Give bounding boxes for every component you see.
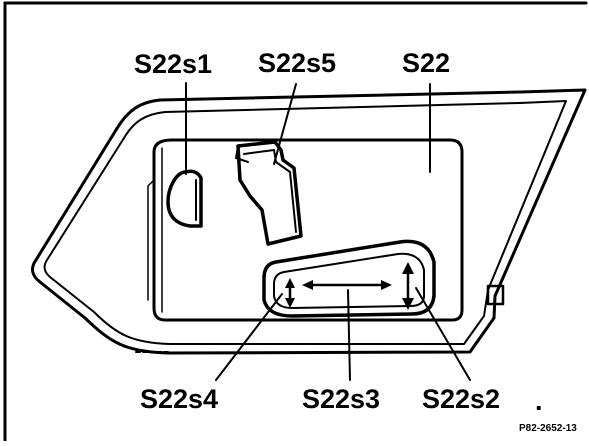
label-s22s2-period: . xyxy=(535,386,543,416)
inner-switch-panel xyxy=(147,138,464,322)
s22s5-backrest-switch xyxy=(235,140,303,246)
label-s22s4: S22s4 xyxy=(140,384,218,414)
figure-reference-code: P82-2652-13 xyxy=(519,423,577,434)
leader-lines xyxy=(185,82,471,381)
adjustment-arrows xyxy=(285,262,414,310)
s22s1-knob xyxy=(166,169,203,228)
callout-labels: S22s1 S22s5 S22 S22s4 S22s3 S22s2 . xyxy=(134,48,543,416)
s22s4-vertical-arrow xyxy=(285,278,295,308)
leader-s22s4 xyxy=(215,293,283,381)
figure-frame xyxy=(3,1,588,442)
leader-s22s5 xyxy=(273,83,297,165)
leader-s22s3 xyxy=(347,289,351,381)
s22s3-horizontal-arrow xyxy=(302,280,392,290)
s22s2-vertical-arrow xyxy=(402,262,414,310)
switch-housing-outline xyxy=(31,88,587,355)
label-s22s2: S22s2 xyxy=(422,384,500,414)
label-s22: S22 xyxy=(402,48,450,78)
label-s22s5: S22s5 xyxy=(258,48,336,78)
label-s22s1: S22s1 xyxy=(134,49,212,79)
label-s22s3: S22s3 xyxy=(302,384,380,414)
leader-s22s2 xyxy=(415,287,471,381)
